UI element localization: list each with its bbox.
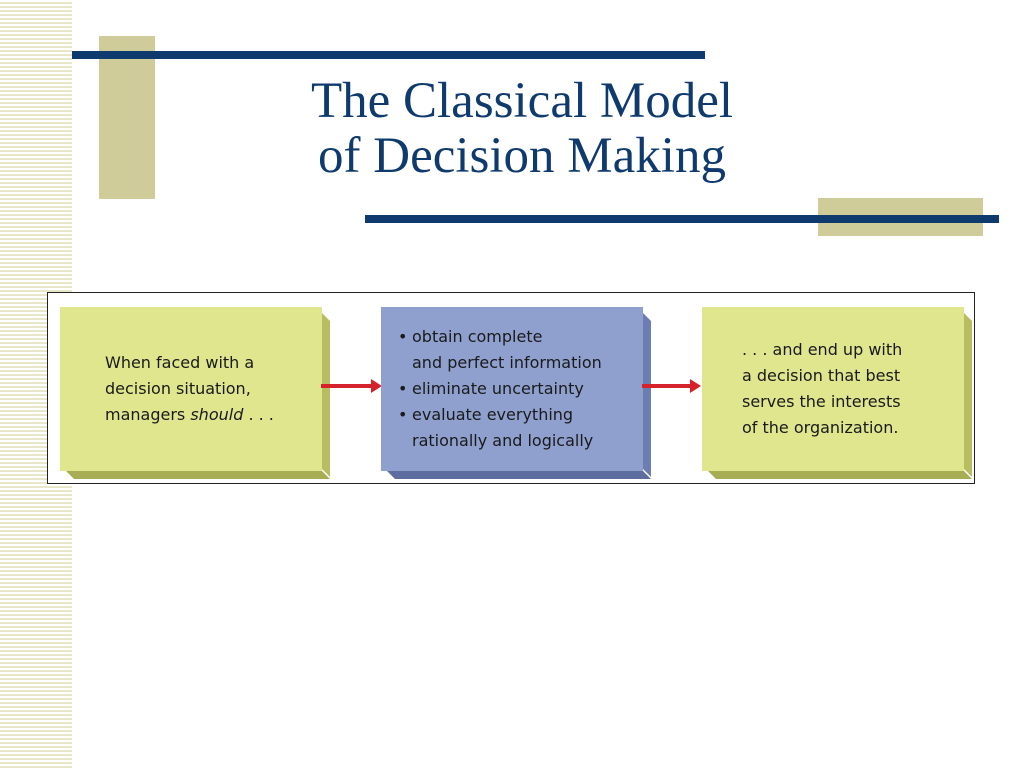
situation-line-3-prefix: managers [105,405,191,424]
situation-line-3-suffix: . . . [243,405,274,424]
action-item-2-line-1: eliminate uncertainty [412,379,584,398]
step-box-actions-face: •obtain complete and perfect information… [381,307,643,471]
bullet-icon: • [398,405,408,424]
box-shadow-bottom [708,471,972,479]
step-box-actions-list: •obtain complete and perfect information… [398,324,602,454]
box-shadow-bottom [66,471,330,479]
box-shadow-right [322,313,330,477]
step-box-outcome-text: . . . and end up with a decision that be… [742,337,902,441]
slide-title: The Classical Model of Decision Making [160,74,884,184]
outcome-line-2: a decision that best [742,366,901,385]
outcome-line-4: of the organization. [742,418,899,437]
slide-title-line-1: The Classical Model [310,73,734,129]
situation-line-3: managers should . . . [105,402,274,428]
action-item-3-line-2: rationally and logically [412,431,594,450]
action-item-1-line-1: obtain complete [412,327,543,346]
decorative-block-top-left [99,36,155,199]
step-box-outcome: . . . and end up with a decision that be… [702,307,964,471]
decision-model-diagram: When faced with a decision situation, ma… [47,292,975,484]
box-shadow-right [964,313,972,477]
slide-title-line-2: of Decision Making [318,128,726,184]
bullet-icon: • [398,327,408,346]
arrow-right-2 [642,379,701,393]
bullet-icon: • [398,379,408,398]
decorative-line-top [72,51,705,59]
action-item-1-line-2: and perfect information [412,353,602,372]
action-item-3-line-1: evaluate everything [412,405,574,424]
action-item-2: •eliminate uncertainty [398,376,602,402]
box-shadow-right [643,313,651,477]
situation-line-2: decision situation, [105,379,251,398]
arrow-right-1 [321,379,382,393]
step-box-outcome-face: . . . and end up with a decision that be… [702,307,964,471]
step-box-situation-text: When faced with a decision situation, ma… [105,350,274,428]
step-box-situation: When faced with a decision situation, ma… [60,307,322,471]
decorative-line-bottom [365,215,999,223]
situation-emphasis: should [190,405,244,424]
box-shadow-bottom [387,471,651,479]
action-item-3: •evaluate everything [398,402,602,428]
step-box-actions: •obtain complete and perfect information… [381,307,643,471]
outcome-line-3: serves the interests [742,392,901,411]
situation-line-1: When faced with a [105,353,255,372]
step-box-situation-face: When faced with a decision situation, ma… [60,307,322,471]
action-item-1: •obtain complete [398,324,602,350]
outcome-line-1: . . . and end up with [742,340,903,359]
